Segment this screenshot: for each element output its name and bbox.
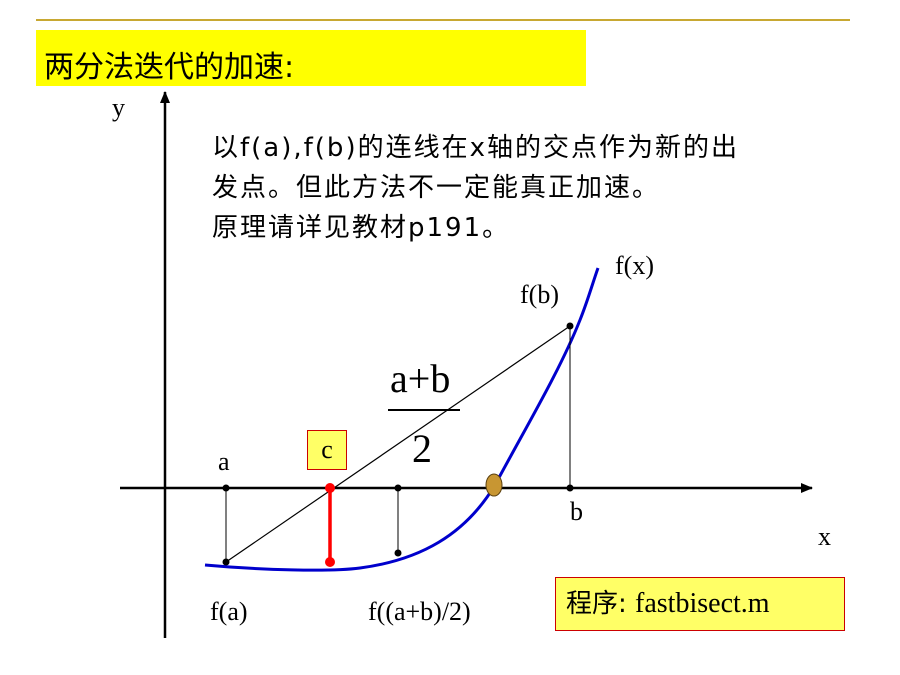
description-line-1: 以f(a),f(b)的连线在x轴的交点作为新的出: [212, 133, 739, 163]
function-curve: [204, 267, 600, 572]
label-f-mid: f((a+b)/2): [368, 597, 471, 626]
c-top-point: [325, 483, 335, 493]
program-label: 程序:: [566, 589, 627, 619]
program-filename: fastbisect.m: [635, 588, 770, 619]
label-curve: f(x): [615, 251, 654, 280]
fa-point: [222, 558, 230, 566]
y-axis-label: y: [112, 93, 125, 122]
b-axis-point: [566, 484, 574, 492]
description-line-3: 原理请详见教材p191。: [212, 213, 511, 243]
label-fa: f(a): [210, 597, 248, 626]
slide-title: 两分法迭代的加速:: [44, 50, 295, 85]
secant-line: [225, 325, 571, 563]
c-label-box: c: [307, 430, 347, 470]
top-rule: [36, 19, 850, 21]
fraction-numerator: a+b: [390, 356, 450, 401]
label-fb: f(b): [520, 280, 559, 309]
label-b: b: [570, 497, 583, 526]
f-mid-point: [394, 549, 402, 557]
label-a: a: [218, 447, 230, 476]
a-axis-point: [222, 484, 230, 492]
program-box: 程序: fastbisect.m: [555, 577, 845, 631]
fraction-denominator: 2: [412, 426, 432, 471]
x-axis-label: x: [818, 522, 831, 551]
mid-axis-point: [394, 484, 402, 492]
description-line-2: 发点。但此方法不一定能真正加速。: [212, 173, 661, 203]
title-highlight: [36, 30, 586, 86]
root-marker: [485, 473, 503, 497]
c-bottom-point: [325, 557, 335, 567]
fb-point: [566, 322, 574, 330]
